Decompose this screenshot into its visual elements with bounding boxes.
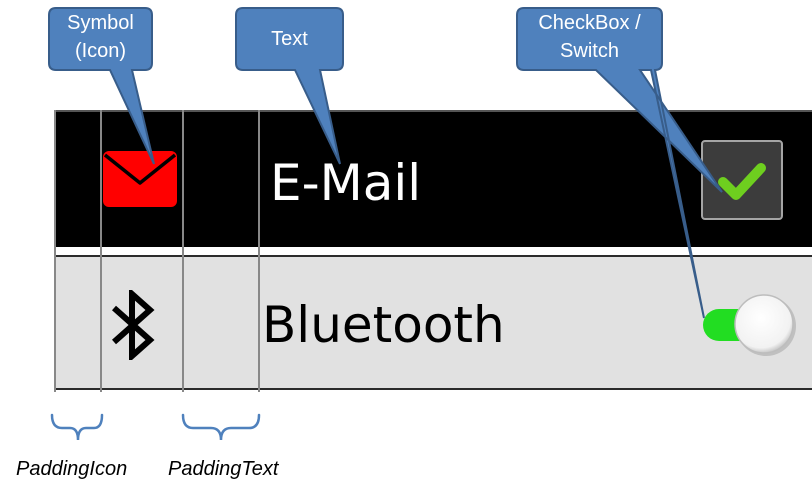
mail-icon <box>103 151 177 207</box>
padding-icon-label: PaddingIcon <box>16 458 128 480</box>
list-row-email[interactable] <box>55 110 812 247</box>
bluetooth-icon <box>112 290 155 360</box>
symbol-callout <box>48 7 155 165</box>
text-callout-label: Text <box>271 28 308 50</box>
checkbox-switch-callout <box>516 7 723 319</box>
padding-icon-brace <box>50 413 104 441</box>
row-divider <box>55 247 812 255</box>
padding-text-label: PaddingText <box>168 458 279 480</box>
email-label: E-Mail <box>270 154 422 212</box>
checkmark-icon <box>718 163 766 200</box>
list-row-bluetooth[interactable] <box>55 255 812 390</box>
bluetooth-label: Bluetooth <box>262 296 505 354</box>
bluetooth-switch[interactable] <box>700 293 800 359</box>
text-callout <box>235 7 344 165</box>
padding-text-brace <box>181 413 261 441</box>
checkbox-switch-callout-label: CheckBox / Switch <box>538 12 641 62</box>
symbol-callout-label: Symbol (Icon) <box>67 12 134 62</box>
